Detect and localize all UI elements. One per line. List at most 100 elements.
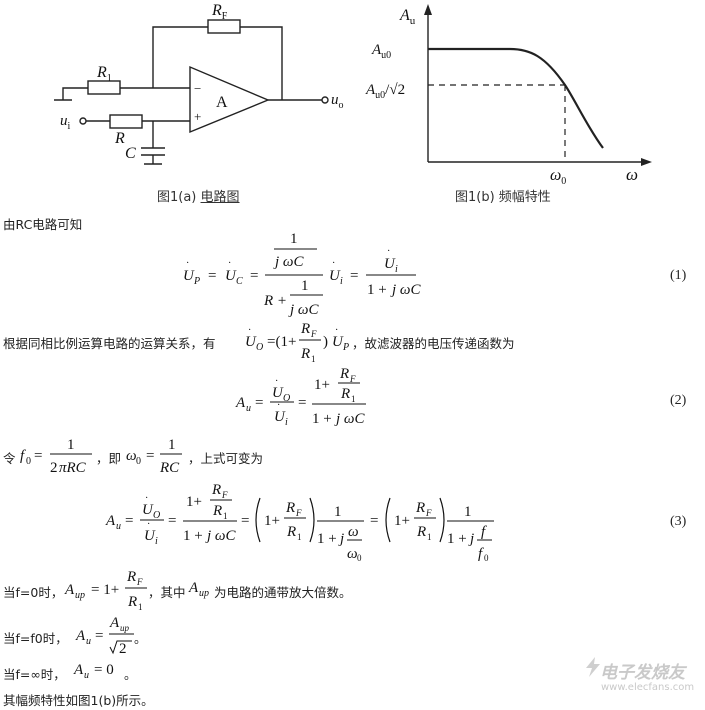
svg-text:=: = bbox=[250, 268, 258, 284]
svg-text:A: A bbox=[73, 662, 84, 678]
svg-text:·: · bbox=[228, 258, 231, 269]
case-3-pre: 当f=∞时， bbox=[3, 667, 66, 682]
equation-2-number: (2) bbox=[670, 393, 687, 408]
r-label: R bbox=[114, 130, 125, 147]
svg-text:=: = bbox=[208, 268, 216, 284]
svg-text:A: A bbox=[109, 615, 120, 631]
svg-text:R: R bbox=[300, 346, 310, 362]
svg-text:j ωC: j ωC bbox=[273, 254, 305, 270]
svg-text:R: R bbox=[212, 503, 222, 519]
svg-text:F: F bbox=[221, 490, 228, 500]
svg-text:R: R bbox=[339, 366, 349, 382]
svg-text:1: 1 bbox=[67, 437, 75, 453]
svg-text:2: 2 bbox=[119, 641, 127, 657]
svg-text:1 +: 1 + bbox=[317, 531, 337, 547]
svg-text:ω: ω bbox=[348, 524, 359, 540]
svg-text:F: F bbox=[295, 508, 302, 518]
circuit-diagram: RF R1 R C A − + ui uo bbox=[54, 2, 344, 165]
line-3-mid: ，即 bbox=[96, 451, 122, 466]
svg-text:up: up bbox=[75, 590, 85, 601]
svg-text:·: · bbox=[332, 258, 335, 269]
svg-text:1: 1 bbox=[464, 504, 472, 520]
svg-text:U: U bbox=[384, 256, 396, 272]
equation-3-number: (3) bbox=[670, 514, 687, 529]
svg-text:·: · bbox=[387, 246, 390, 257]
svg-text:= 0: = 0 bbox=[94, 662, 114, 678]
svg-text:1: 1 bbox=[351, 394, 356, 404]
figure-b-caption: 图1(b) 频幅特性 bbox=[455, 190, 551, 205]
case-2-pre: 当f=f0时， bbox=[3, 631, 68, 646]
svg-text:ω: ω bbox=[347, 546, 358, 562]
line-2-post: ，故滤波器的电压传递函数为 bbox=[352, 336, 515, 351]
svg-text:=: = bbox=[168, 513, 176, 529]
svg-text:=: = bbox=[298, 395, 306, 411]
svg-text:=: = bbox=[241, 513, 249, 529]
watermark-url: www.elecfans.com bbox=[601, 682, 695, 693]
svg-text:F: F bbox=[425, 508, 432, 518]
svg-text:R: R bbox=[416, 524, 426, 540]
svg-text:=: = bbox=[95, 628, 103, 644]
svg-text:1+: 1+ bbox=[264, 513, 280, 529]
svg-text:O: O bbox=[283, 393, 290, 404]
svg-text:R: R bbox=[340, 386, 350, 402]
r1-label: R1 bbox=[96, 64, 112, 84]
amp-label: A bbox=[216, 94, 228, 111]
svg-text:u: u bbox=[84, 670, 89, 681]
svg-text:·: · bbox=[277, 400, 280, 411]
svg-text:1 +: 1 + bbox=[367, 282, 387, 298]
closing-text: 其幅频特性如图1(b)所示。 bbox=[3, 693, 154, 708]
svg-text:j: j bbox=[338, 531, 344, 547]
svg-text:R: R bbox=[415, 500, 425, 516]
svg-text:·: · bbox=[248, 325, 251, 336]
svg-text:A: A bbox=[64, 582, 75, 598]
case-1-mid: ，其中 bbox=[148, 585, 186, 600]
circuit-link[interactable]: 电路图 bbox=[200, 190, 240, 205]
svg-text:i: i bbox=[395, 264, 398, 275]
svg-text:1+: 1+ bbox=[186, 494, 202, 510]
svg-text:R: R bbox=[285, 500, 295, 516]
svg-text:U: U bbox=[329, 268, 341, 284]
equation-1: U·P = U·C = 1 j ωC R + 1 j ωC U·i = U·i … bbox=[183, 231, 422, 318]
svg-text:=: = bbox=[34, 448, 42, 464]
svg-text:O: O bbox=[256, 342, 263, 353]
rf-label: RF bbox=[211, 2, 228, 22]
svg-text:=: = bbox=[125, 513, 133, 529]
svg-text:U: U bbox=[245, 334, 257, 350]
svg-text:1: 1 bbox=[290, 231, 298, 247]
svg-text:1+: 1+ bbox=[394, 513, 410, 529]
level-au0-sqrt2-label: Au0/√2 bbox=[365, 82, 405, 101]
svg-text:U: U bbox=[274, 409, 286, 425]
level-au0-label: Au0 bbox=[371, 42, 391, 61]
svg-text:1: 1 bbox=[427, 532, 432, 542]
figure-a-caption: 图1(a) 电路图 bbox=[157, 190, 240, 205]
svg-text:1: 1 bbox=[138, 602, 143, 612]
svg-text:A: A bbox=[75, 628, 86, 644]
svg-text:A: A bbox=[105, 513, 116, 529]
case-2-post: 。 bbox=[134, 631, 147, 646]
svg-text:j ωC: j ωC bbox=[334, 411, 366, 427]
svg-text:1: 1 bbox=[168, 437, 176, 453]
svg-text:=: = bbox=[255, 395, 263, 411]
minus-label: − bbox=[194, 81, 201, 96]
svg-text:U: U bbox=[225, 268, 237, 284]
svg-text:O: O bbox=[153, 510, 160, 521]
watermark-logo bbox=[583, 656, 603, 682]
svg-text:0: 0 bbox=[136, 456, 141, 467]
svg-text:R: R bbox=[126, 569, 136, 585]
svg-text:up: up bbox=[120, 623, 130, 633]
cutoff-label: ω0 bbox=[550, 167, 566, 185]
svg-text:u: u bbox=[116, 521, 121, 532]
svg-text:1: 1 bbox=[301, 278, 309, 294]
svg-text:·: · bbox=[145, 493, 148, 504]
svg-text:up: up bbox=[199, 588, 209, 599]
ui-label: ui bbox=[60, 113, 71, 132]
svg-text:R: R bbox=[211, 482, 221, 498]
svg-text:i: i bbox=[285, 417, 288, 428]
svg-text:U: U bbox=[332, 334, 344, 350]
uo-label: uo bbox=[331, 92, 344, 111]
